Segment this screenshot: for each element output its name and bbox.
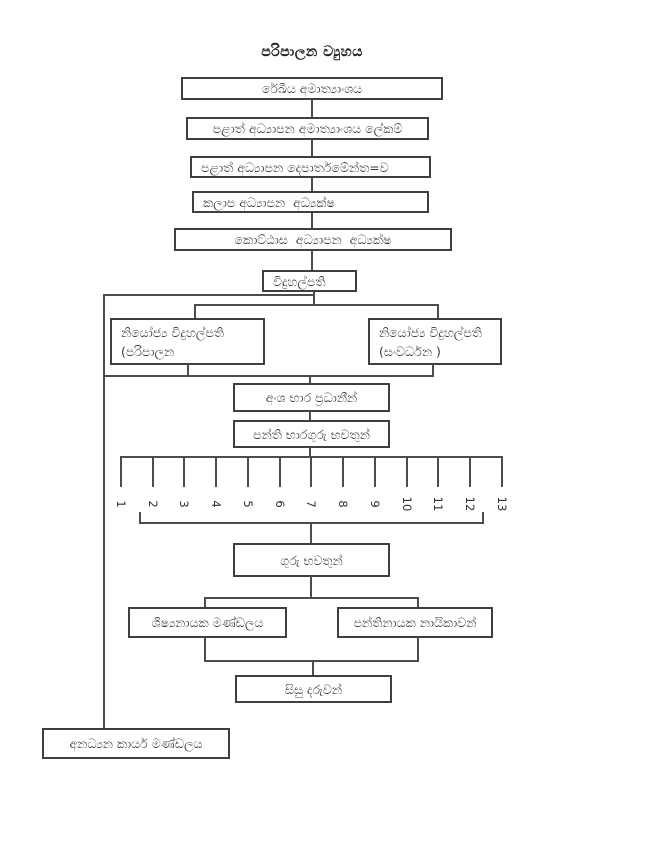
node-provincial-ministry-secretary-label: පළාත් අධ්‍යාපන අමාත්‍යාංශය ලේකම් — [212, 121, 403, 136]
node-deputy-principal-development-line1: නියෝජ්‍ය විදුහල්පති — [379, 324, 482, 340]
connector-line — [103, 294, 315, 296]
grade-number: 4 — [209, 500, 223, 508]
node-deputy-principal-admin-line1: නියෝජ්‍ය විදුහල්පති — [121, 324, 224, 340]
node-line-ministry: රේඛීය අමාත්‍යාංශය — [181, 77, 443, 100]
node-deputy-principal-development-line2: (සංවර්ධන ) — [379, 343, 441, 359]
connector-line — [311, 250, 313, 271]
node-zonal-education-director: කලාප අධ්‍යාපන අධ්‍යක්ෂ — [192, 191, 429, 213]
connector-line — [187, 364, 189, 377]
grade-tick — [279, 456, 281, 487]
grade-number: 6 — [273, 500, 287, 508]
connector-line — [311, 99, 313, 118]
node-section-heads: අංශ භාර ප්‍රධානීන් — [233, 383, 390, 412]
node-non-academic-staff-label: අනධ්‍යන කාර්ය මණ්ඩලය — [69, 736, 203, 751]
node-class-in-charge-teachers-label: පන්ති භාරගුරු භවතුන් — [253, 426, 370, 442]
connector-line — [310, 576, 312, 599]
connector-line — [194, 304, 196, 319]
node-divisional-education-director: කොට්ඨාස අධ්‍යාපන අධ්‍යක්ෂ — [174, 228, 452, 251]
bracket-end — [139, 512, 141, 524]
grade-tick — [310, 456, 312, 487]
connector-line — [311, 139, 313, 157]
connector-line — [311, 177, 313, 192]
connector-line — [309, 447, 311, 457]
node-teachers: ගුරු භවතුන් — [233, 543, 390, 577]
connector-line — [309, 375, 311, 385]
grade-number: 3 — [177, 500, 191, 508]
node-students: සිසු දරුවන් — [235, 675, 392, 703]
connector-line — [103, 375, 434, 377]
grade-tick — [342, 456, 344, 487]
grade-number: 13 — [495, 496, 509, 512]
grade-tick — [469, 456, 471, 487]
node-provincial-ministry-secretary: පළාත් අධ්‍යාපන අමාත්‍යාංශය ලේකම් — [186, 117, 429, 140]
grade-tick — [152, 456, 154, 487]
connector-line — [313, 291, 315, 306]
grade-number: 1 — [114, 500, 128, 508]
node-students-label: සිසු දරුවන් — [284, 681, 343, 697]
node-principal: විදුහල්පති — [262, 270, 357, 292]
grade-number: 8 — [336, 500, 350, 508]
node-deputy-principal-development: නියෝජ්‍ය විදුහල්පති (සංවර්ධන ) — [368, 318, 502, 365]
node-prefects-board: ශිෂ්‍යනායක මණ්ඩලය — [128, 607, 287, 638]
connector-line — [204, 597, 206, 608]
grade-number: 12 — [463, 496, 477, 512]
node-provincial-education-department: පළාත් අධ්‍යාපන දෙපාර්තමේන්ත=ව — [190, 156, 431, 178]
connector-line — [312, 660, 314, 676]
node-principal-label: විදුහල්පති — [273, 273, 326, 289]
grade-tick — [501, 456, 503, 487]
grade-tick — [215, 456, 217, 487]
node-class-monitors-label: පන්තිනායක නායිකාවන් — [353, 615, 477, 630]
connector-line — [204, 597, 419, 599]
connector-line — [309, 411, 311, 421]
page-title: පරිපාලන ව්‍යුහය — [261, 44, 363, 60]
grade-number: 7 — [304, 500, 318, 508]
connector-line — [417, 637, 419, 662]
connector-line — [310, 522, 312, 544]
node-deputy-principal-admin-line2: (පරිපාලන — [121, 343, 175, 359]
connector-line — [311, 212, 313, 229]
connector-line — [204, 637, 206, 662]
node-prefects-board-label: ශිෂ්‍යනායක මණ්ඩලය — [151, 615, 264, 630]
node-class-monitors: පන්තිනායක නායිකාවන් — [337, 607, 493, 638]
grade-tick — [406, 456, 408, 487]
grade-tick — [183, 456, 185, 487]
node-deputy-principal-admin: නියෝජ්‍ය විදුහල්පති (පරිපාලන — [110, 318, 265, 365]
connector-line — [204, 660, 419, 662]
connector-line — [437, 304, 439, 319]
grade-number: 2 — [146, 500, 160, 508]
grade-number: 11 — [431, 496, 445, 512]
grade-tick — [247, 456, 249, 487]
connector-line — [417, 597, 419, 608]
node-class-in-charge-teachers: පන්ති භාරගුරු භවතුන් — [233, 420, 390, 448]
connector-rail-left — [103, 294, 105, 730]
grade-number: 5 — [241, 500, 255, 508]
node-line-ministry-label: රේඛීය අමාත්‍යාංශය — [261, 81, 363, 96]
node-provincial-education-department-label: පළාත් අධ්‍යාපන දෙපාර්තමේන්ත=ව — [201, 159, 389, 175]
grade-number: 10 — [400, 496, 414, 512]
node-section-heads-label: අංශ භාර ප්‍රධානීන් — [265, 390, 358, 405]
connector-line — [194, 304, 439, 306]
grade-tick — [374, 456, 376, 487]
connector-line — [432, 364, 434, 377]
bracket-end — [482, 512, 484, 524]
node-non-academic-staff: අනධ්‍යන කාර්ය මණ්ඩලය — [42, 728, 230, 759]
node-divisional-education-director-label: කොට්ඨාස අධ්‍යාපන අධ්‍යක්ෂ — [234, 232, 392, 247]
grade-tick — [120, 456, 122, 487]
node-teachers-label: ගුරු භවතුන් — [280, 552, 343, 568]
grade-tick — [437, 456, 439, 487]
grade-number: 9 — [368, 500, 382, 508]
node-zonal-education-director-label: කලාප අධ්‍යාපන අධ්‍යක්ෂ — [203, 194, 335, 210]
